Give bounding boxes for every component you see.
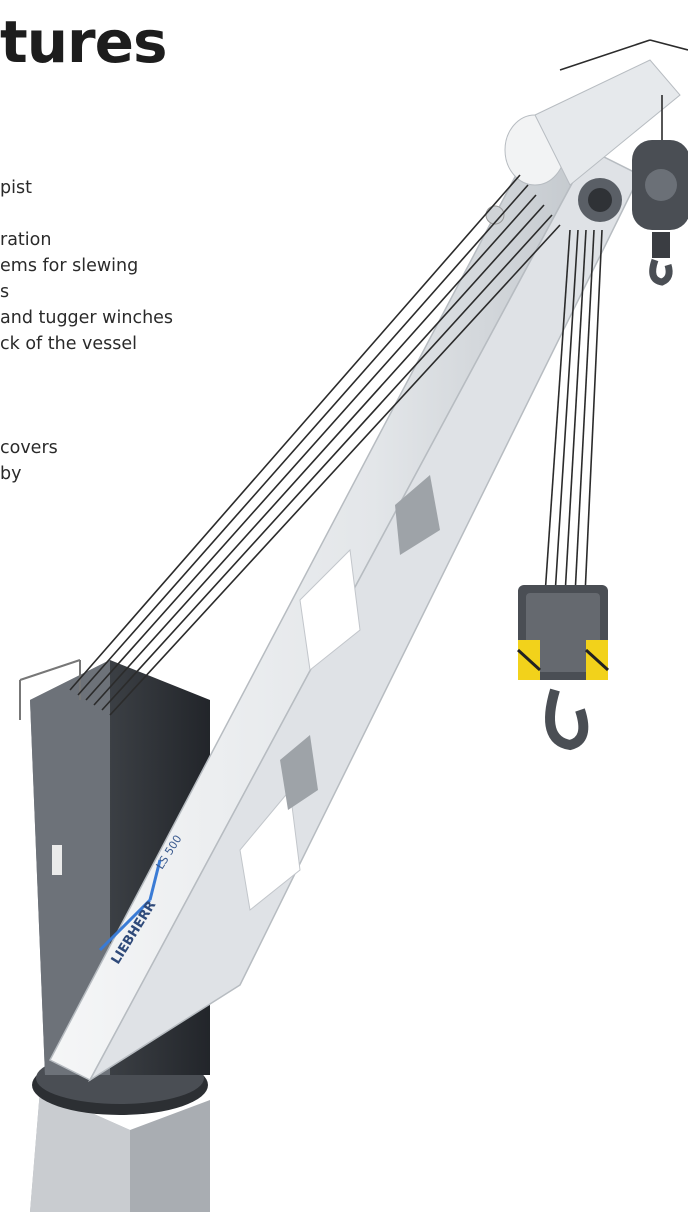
- main-hook-icon: [545, 688, 589, 751]
- feature-item: ck of the vessel: [0, 334, 138, 354]
- feature-item: by: [0, 464, 22, 484]
- feature-item: s: [0, 282, 10, 302]
- feature-item: ems for slewing: [0, 256, 139, 276]
- feature-item: and tugger winches: [0, 308, 174, 328]
- crane-base: [30, 1052, 210, 1212]
- feature-item: covers: [0, 438, 58, 458]
- crane-boom: LIEBHERR LS 500: [48, 118, 642, 1083]
- auxiliary-hook-block: [632, 95, 688, 286]
- feature-item: ration: [0, 230, 52, 250]
- pedestal-door-icon: [52, 845, 62, 875]
- boom-head: [485, 59, 681, 225]
- feature-list: pist ration ems for slewing s and tugger…: [0, 175, 173, 487]
- luffing-ropes: [69, 39, 688, 716]
- main-hook-block: [516, 585, 610, 751]
- feature-item: pist: [0, 178, 32, 198]
- page-title: tures: [0, 8, 167, 76]
- auxiliary-hook-icon: [649, 258, 673, 286]
- hoist-ropes: [544, 229, 603, 596]
